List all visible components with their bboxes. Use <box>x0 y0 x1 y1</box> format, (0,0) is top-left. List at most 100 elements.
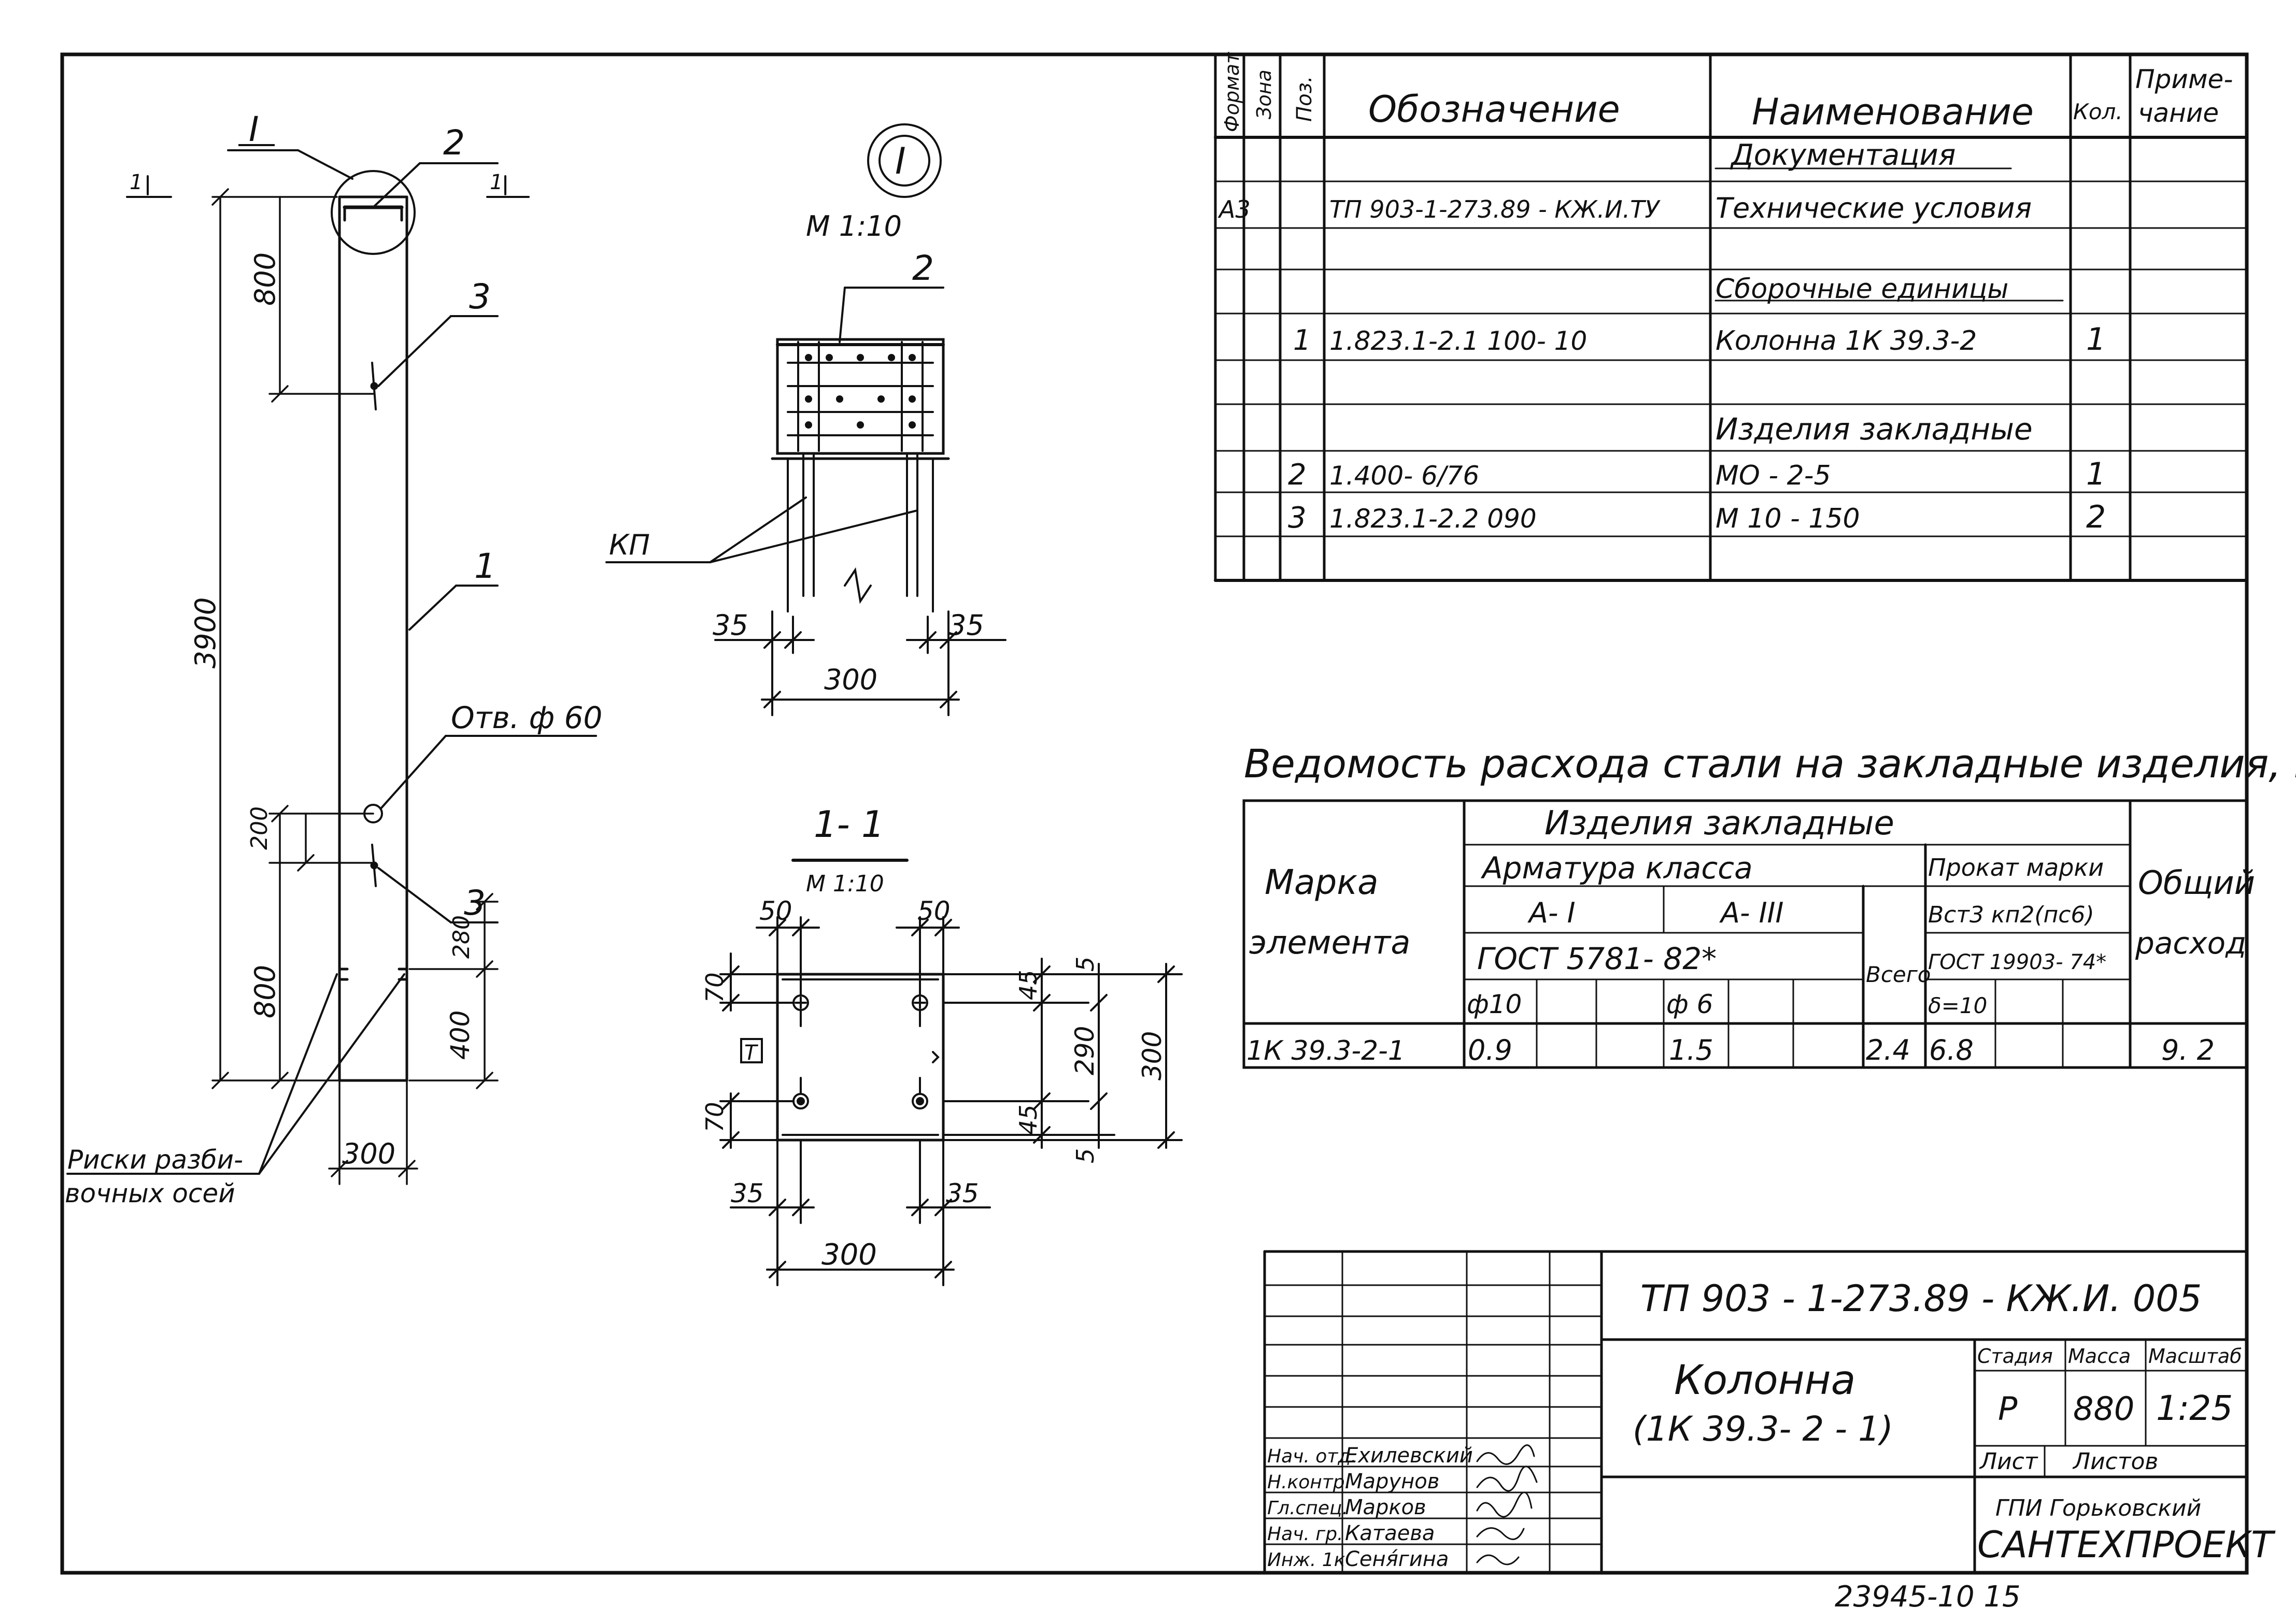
stamp-org-1: ГПИ Горьковский <box>1995 1495 2201 1521</box>
spec-row-7-name: Изделия закладные <box>1716 411 2033 447</box>
person-1-name: Ехилевский <box>1345 1444 1473 1468</box>
spec-row-4-name: Сборочные единицы <box>1716 274 2008 305</box>
steel-embedded-header: Изделия закладные <box>1544 804 1894 843</box>
person-2-role: Н.контр. <box>1267 1472 1351 1493</box>
section-scale: М 1:10 <box>806 871 884 897</box>
sec-dim-5-top: 5 <box>1071 957 1099 972</box>
steel-overall-1: Общий <box>2138 864 2255 902</box>
section-mark-left: 1 <box>130 170 143 194</box>
steel-class-A1: А- I <box>1527 897 1576 929</box>
spec-row-1-name: Документация <box>1730 138 1955 172</box>
leader-label-2: 2 <box>443 123 465 163</box>
person-5-role: Инж. 1к <box>1267 1549 1345 1571</box>
spec-row-9-designation: 1.823.1-2.2 090 <box>1329 504 1537 534</box>
sec-dim-300-bottom: 300 <box>821 1238 877 1272</box>
sec-dim-70-top: 70 <box>701 972 729 1003</box>
spec-row-9-qty: 2 <box>2086 499 2106 535</box>
steel-row-a1: 0.9 <box>1468 1034 1512 1066</box>
spec-row-2-designation: ТП 903-1-273.89 - КЖ.И.ТУ <box>1329 195 1661 223</box>
steel-mark-2: элемента <box>1249 923 1410 961</box>
spec-table-rows: Документация А3 ТП 903-1-273.89 - КЖ.И.Т… <box>1217 138 2106 535</box>
steel-d10: ф10 <box>1467 989 1522 1019</box>
section-1-1 <box>719 859 1183 1286</box>
view-I-bolts <box>805 354 916 429</box>
person-5-name: Сеня́гина <box>1345 1547 1449 1571</box>
spec-header-pos: Поз. <box>1293 76 1316 122</box>
steel-d6: ф 6 <box>1666 989 1713 1019</box>
stamp-title-2: (1К 39.3- 2 - 1) <box>1633 1409 1893 1449</box>
spec-row-8-pos: 2 <box>1288 458 1307 492</box>
spec-row-5-qty: 1 <box>2086 321 2106 358</box>
spec-row-9-pos: 3 <box>1288 501 1307 535</box>
sec-marker: Т <box>744 1041 759 1065</box>
dim-800-top: 800 <box>249 252 281 306</box>
dim-3900: 3900 <box>189 597 222 668</box>
position-leaders <box>66 149 597 1175</box>
stamp-code: ТП 903 - 1-273.89 - КЖ.И. 005 <box>1640 1277 2202 1320</box>
stamp-sheet-label: Лист <box>1979 1448 2038 1475</box>
sec-dim-45-top: 45 <box>1014 970 1042 1000</box>
leader-label-I: I <box>249 109 259 149</box>
sec-dim-50-left: 50 <box>759 896 792 926</box>
view-I-dim-35-left: 35 <box>713 609 748 642</box>
section-cut-arrows <box>126 175 530 198</box>
steel-rebar-header: Арматура класса <box>1480 850 1753 886</box>
person-4-name: Катаева <box>1345 1521 1435 1545</box>
steel-row-total: 2.4 <box>1866 1034 1910 1066</box>
spec-header-note-2: чание <box>2138 98 2219 128</box>
leader-label-3-bottom: 3 <box>464 883 486 923</box>
dim-400: 400 <box>445 1011 475 1060</box>
section-mark-right: 1 <box>490 170 503 194</box>
steel-row-rolled: 6.8 <box>1929 1034 1974 1066</box>
footer-code: 23945-10 15 <box>1835 1580 2021 1614</box>
title-block-grid <box>1263 1250 2248 1574</box>
steel-gost-rolled: ГОСТ 19903- 74* <box>1928 950 2106 974</box>
spec-row-9-name: М 10 - 150 <box>1716 503 1860 534</box>
stamp-mass: 880 <box>2073 1390 2134 1428</box>
sec-dim-290: 290 <box>1070 1026 1100 1075</box>
spec-row-5-designation: 1.823.1-2.1 100- 10 <box>1329 326 1587 356</box>
steel-overall-2: расход <box>2135 926 2246 961</box>
view-I-symbol: I <box>895 140 906 182</box>
stamp-stage: Р <box>1998 1390 2018 1428</box>
person-3-name: Марков <box>1345 1496 1426 1519</box>
sec-dim-70-bottom: 70 <box>701 1102 729 1132</box>
steel-total: Всего <box>1866 962 1931 987</box>
spec-row-8-qty: 1 <box>2086 456 2106 492</box>
steel-row-overall: 9. 2 <box>2161 1034 2215 1066</box>
spec-header-name: Наименование <box>1752 91 2034 133</box>
layout-axes-label-2: вочных осей <box>65 1178 235 1208</box>
hole-label: Отв. ф 60 <box>451 700 602 735</box>
steel-table-text: Ведомость расхода стали на закладные изд… <box>1244 741 2296 1066</box>
stamp-mass-header: Масса <box>2068 1345 2131 1368</box>
spec-header-zone: Зона <box>1253 69 1275 119</box>
steel-row-a3: 1.5 <box>1669 1034 1713 1066</box>
spec-header-format: Формат <box>1221 51 1243 132</box>
person-4-role: Нач. гр. <box>1267 1524 1343 1545</box>
dim-280: 280 <box>448 915 475 959</box>
spec-header-note-1: Приме- <box>2135 64 2233 94</box>
stamp-scale: 1:25 <box>2156 1388 2233 1428</box>
person-2-name: Марунов <box>1345 1470 1439 1493</box>
spec-row-5-name: Колонна 1К 39.3-2 <box>1716 325 1977 357</box>
sec-dim-45-bottom: 45 <box>1014 1104 1042 1135</box>
steel-class-A3: А- III <box>1719 897 1783 929</box>
steel-mark-1: Марка <box>1265 862 1379 902</box>
dim-800-bottom: 800 <box>249 965 281 1018</box>
detail-I-circle <box>331 170 416 255</box>
sec-dim-50-right: 50 <box>917 896 951 926</box>
spec-row-2-name: Технические условия <box>1716 192 2032 224</box>
steel-table-grid <box>1242 799 2248 1069</box>
steel-grade: Вст3 кп2(пс6) <box>1928 902 2094 928</box>
section-title: 1- 1 <box>814 803 885 846</box>
steel-row-mark: 1К 39.3-2-1 <box>1246 1035 1405 1066</box>
steel-t10: δ=10 <box>1928 993 1987 1018</box>
view-I <box>605 123 1007 716</box>
steel-gost-rebar: ГОСТ 5781- 82* <box>1477 941 1717 976</box>
stamp-org-2: САНТЕХПРОЕКТ <box>1977 1524 2276 1566</box>
sec-dim-35-right: 35 <box>946 1178 979 1208</box>
dim-200: 200 <box>246 806 273 850</box>
spec-row-5-pos: 1 <box>1293 324 1311 357</box>
column-dimensions <box>211 188 499 1185</box>
